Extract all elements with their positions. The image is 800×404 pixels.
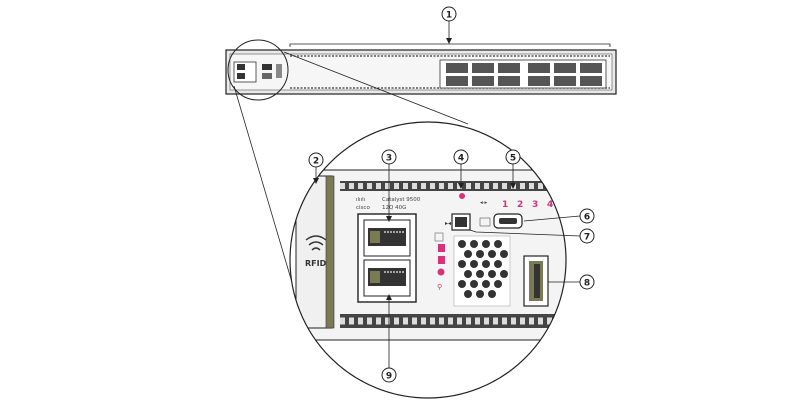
callout-6-label: 6: [584, 213, 590, 223]
model-line-1: Catalyst 9500: [382, 197, 421, 203]
zoom-line-left: [233, 85, 297, 297]
port-number-2: 2: [517, 200, 523, 210]
callout-1-label: 1: [446, 11, 452, 21]
callout-2: 2: [308, 152, 324, 184]
callout-9-label: 9: [386, 372, 392, 382]
beacon-symbol: ▸◂: [445, 220, 451, 227]
callout-3-label: 3: [386, 154, 392, 164]
callout-4-label: 4: [458, 154, 464, 164]
qsfp-ports: [446, 63, 602, 86]
brand-label: cisco: [356, 205, 370, 211]
callout-2-label: 2: [313, 157, 319, 167]
management-ports: [357, 213, 417, 303]
fan-vent: [453, 235, 511, 307]
callout-5-label: 5: [510, 154, 516, 164]
callout-3: 3: [381, 149, 397, 222]
callout-5: 5: [505, 149, 521, 189]
cisco-logo-bars: ılıılı: [356, 197, 366, 203]
callout-7-label: 7: [584, 233, 590, 243]
zoom-source-circle: [227, 39, 289, 101]
callout-8-label: 8: [584, 279, 590, 289]
model-line-2: 12Q 40G: [382, 205, 406, 211]
zoom-circle: [289, 121, 567, 399]
port-number-3: 3: [532, 200, 538, 210]
callout-8: 8: [548, 274, 595, 290]
port-number-1: 1: [502, 200, 508, 210]
status-led: [459, 193, 465, 199]
rfid-label: RFID: [305, 259, 327, 268]
callout-6: 6: [523, 208, 595, 224]
callout-7: 7: [469, 228, 595, 244]
callout-4: 4: [453, 149, 469, 189]
port-number-4: 4: [547, 200, 553, 210]
mgmt-label: ◂·▸: [480, 200, 488, 206]
switch-chassis: [225, 43, 617, 95]
status-icons: ⚲: [434, 232, 445, 291]
callout-9: 9: [381, 294, 397, 383]
callout-1: 1: [441, 6, 457, 44]
zoom-detail: RFID ılıılı cisco Catalyst 9500 12Q 40G: [290, 150, 566, 398]
rfid-icon: [305, 235, 327, 251]
zoom-line-right: [283, 51, 469, 125]
network-icon: ⚲: [437, 283, 442, 291]
